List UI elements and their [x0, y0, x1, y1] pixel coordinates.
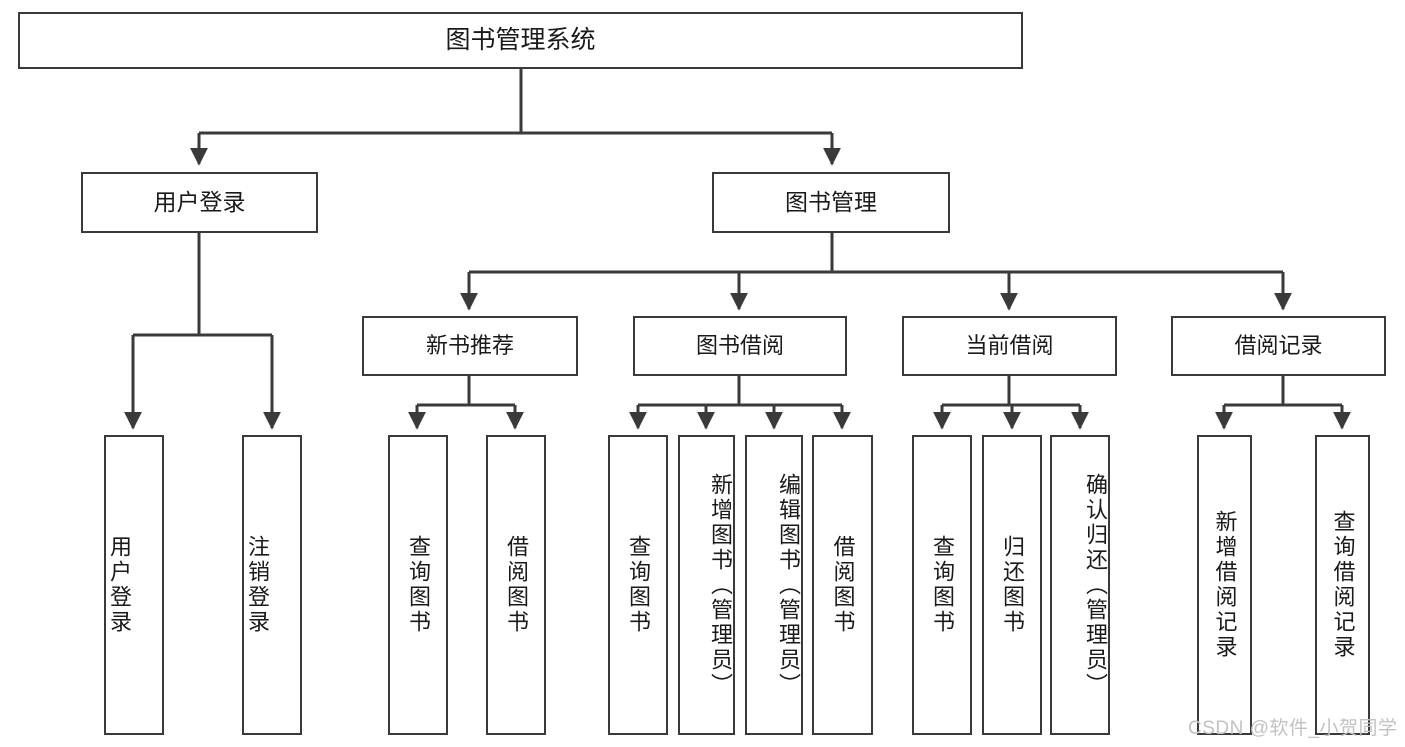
leaf-search-borrow-record[interactable]: 查询借阅记录 — [1315, 435, 1370, 735]
node-borrow-record[interactable]: 借阅记录 — [1171, 316, 1386, 376]
leaf-search-books-current[interactable]: 查询图书 — [912, 435, 972, 735]
node-user-login[interactable]: 用户登录 — [81, 172, 318, 233]
leaf-add-borrow-record[interactable]: 新增借阅记录 — [1197, 435, 1252, 735]
node-book-management[interactable]: 图书管理 — [712, 172, 950, 233]
leaf-search-books-borrow[interactable]: 查询图书 — [608, 435, 668, 735]
leaf-search-books-recommend[interactable]: 查询图书 — [388, 435, 448, 735]
leaf-borrow-books[interactable]: 借阅图书 — [812, 435, 873, 735]
node-current-borrow[interactable]: 当前借阅 — [902, 316, 1117, 376]
leaf-borrow-books-recommend[interactable]: 借阅图书 — [486, 435, 546, 735]
leaf-confirm-return-admin[interactable]: 确认归还（管理员） — [1050, 435, 1110, 735]
leaf-logout[interactable]: 注销登录 — [242, 435, 302, 735]
node-new-book-recommend[interactable]: 新书推荐 — [362, 316, 578, 376]
leaf-add-book-admin[interactable]: 新增图书（管理员） — [678, 435, 735, 735]
leaf-return-books[interactable]: 归还图书 — [982, 435, 1042, 735]
leaf-edit-book-admin[interactable]: 编辑图书（管理员） — [745, 435, 803, 735]
node-root-system[interactable]: 图书管理系统 — [18, 12, 1023, 69]
leaf-user-login[interactable]: 用户登录 — [104, 435, 164, 735]
csdn-watermark: CSDN @软件_小贺同学 — [1188, 718, 1398, 739]
node-book-borrow[interactable]: 图书借阅 — [633, 316, 847, 376]
